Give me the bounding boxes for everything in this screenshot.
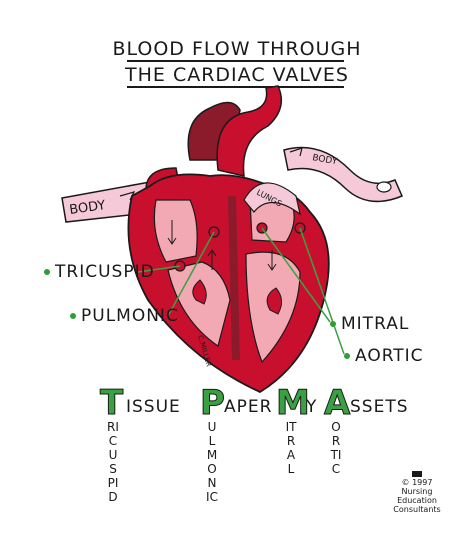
publisher-credit: © 1997 Nursing Education Consultants bbox=[392, 471, 442, 514]
mnemonic-initial-m: M bbox=[276, 383, 311, 423]
mnemonic-word-paper: APER bbox=[224, 397, 273, 417]
flow-arrow-2 bbox=[207, 249, 217, 270]
aortic-arch bbox=[216, 85, 283, 177]
title-underline-1 bbox=[127, 60, 344, 62]
leader-pulmonic bbox=[167, 231, 215, 317]
mnemonic-vertical-aortic: ORTIC bbox=[330, 420, 342, 476]
papillary-muscle-left bbox=[266, 287, 282, 315]
publisher-logo-icon bbox=[412, 471, 422, 477]
flow-arrow-3 bbox=[267, 250, 277, 271]
leader-tricuspid bbox=[137, 265, 181, 273]
body-vessel-right bbox=[283, 146, 403, 203]
right-atrium bbox=[153, 199, 198, 263]
bullet-dot-icon bbox=[44, 269, 50, 275]
tricuspid-label: TRICUSPID bbox=[44, 262, 155, 282]
mnemonic-vertical-mitral: ITRAL bbox=[285, 420, 297, 476]
mnemonic-initial-p: P bbox=[200, 383, 226, 423]
mnemonic-initial-a: A bbox=[323, 383, 351, 423]
septum bbox=[228, 195, 240, 361]
leader-mitral bbox=[261, 227, 331, 323]
papillary-muscle-right bbox=[192, 279, 207, 305]
aortic-label: AORTIC bbox=[344, 346, 424, 366]
vessel-opening bbox=[376, 181, 392, 193]
pulmonic-label: PULMONIC bbox=[70, 306, 179, 326]
mnemonic-vertical-pulmonic: ULMONIC bbox=[206, 420, 218, 504]
arrow-body-right bbox=[289, 147, 303, 157]
bullet-dot-icon bbox=[330, 321, 336, 327]
bullet-dot-icon bbox=[70, 313, 76, 319]
body-label-right: BODY bbox=[311, 153, 338, 167]
credit-line-4: Consultants bbox=[393, 505, 441, 514]
title-underline-2 bbox=[127, 86, 344, 88]
leader-aortic bbox=[299, 227, 345, 355]
lungs-vessel bbox=[243, 182, 301, 216]
mnemonic-word-assets: SSETS bbox=[350, 397, 409, 417]
mitral-label: MITRAL bbox=[330, 314, 409, 334]
bullet-dot-icon bbox=[344, 353, 350, 359]
credit-line-3: Education bbox=[397, 496, 437, 505]
title-line-2: THE CARDIAC VALVES bbox=[125, 64, 349, 86]
mnemonic-initial-t: T bbox=[99, 383, 124, 423]
credit-line-1: © 1997 bbox=[401, 478, 433, 487]
flow-arrow-1 bbox=[167, 220, 177, 245]
body-label-left: BODY bbox=[68, 198, 106, 218]
title-line-1: BLOOD FLOW THROUGH bbox=[112, 38, 362, 60]
credit-line-2: Nursing bbox=[401, 487, 433, 496]
mnemonic-word-tissue: ISSUE bbox=[126, 397, 181, 417]
mnemonic-vertical-tricuspid: RICUSPID bbox=[107, 420, 119, 504]
mnemonic-word-my: Y bbox=[306, 397, 318, 417]
